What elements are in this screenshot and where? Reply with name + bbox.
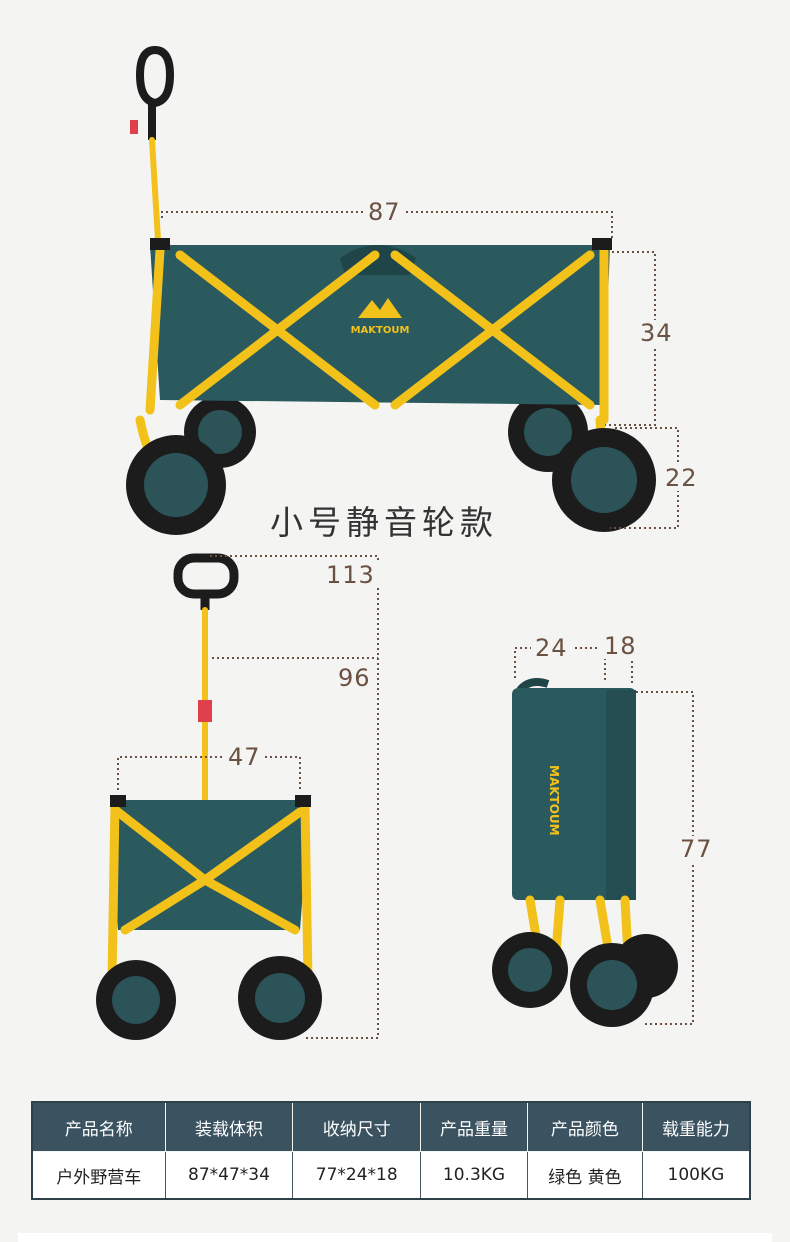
spec-header: 产品重量: [420, 1101, 528, 1152]
spec-table: 产品名称 装载体积 收纳尺寸 产品重量 产品颜色 载重能力 户外野营车 87*4…: [31, 1101, 751, 1200]
dim-length: 87: [364, 199, 405, 225]
dim-handle-min: 96: [334, 665, 375, 691]
dim-folded-depth: 18: [600, 633, 641, 659]
dim-folded-height: 77: [676, 836, 717, 862]
spec-value-row: 户外野营车 87*47*34 77*24*18 10.3KG 绿色 黄色 100…: [31, 1151, 751, 1200]
spec-value: 87*47*34: [164, 1151, 294, 1200]
brand-logo: MAKTOUM: [351, 325, 410, 336]
bottom-strip: [18, 1233, 772, 1242]
spec-header: 收纳尺寸: [292, 1101, 422, 1152]
dim-handle-max: 113: [322, 562, 379, 588]
front-view-cart: [96, 553, 322, 1040]
dim-width: 47: [224, 744, 265, 770]
side-view-cart: MAKTOUM: [126, 45, 656, 535]
spec-header-row: 产品名称 装载体积 收纳尺寸 产品重量 产品颜色 载重能力: [31, 1101, 751, 1152]
spec-header: 产品名称: [31, 1101, 166, 1152]
spec-value: 户外野营车: [31, 1151, 166, 1200]
dim-folded-width: 24: [531, 635, 572, 661]
spec-header: 装载体积: [164, 1101, 294, 1152]
spec-value: 100KG: [641, 1151, 751, 1200]
spec-header: 载重能力: [641, 1101, 751, 1152]
model-subtitle: 小号静音轮款: [270, 503, 498, 542]
dim-basket-height: 34: [636, 320, 677, 346]
dim-wheel-height: 22: [661, 465, 702, 491]
spec-value: 77*24*18: [292, 1151, 422, 1200]
spec-value: 绿色 黄色: [526, 1151, 643, 1200]
brand-logo-vertical: MAKTOUM: [547, 765, 561, 836]
folded-cart: MAKTOUM: [492, 678, 678, 1027]
spec-value: 10.3KG: [420, 1151, 528, 1200]
spec-header: 产品颜色: [526, 1101, 643, 1152]
